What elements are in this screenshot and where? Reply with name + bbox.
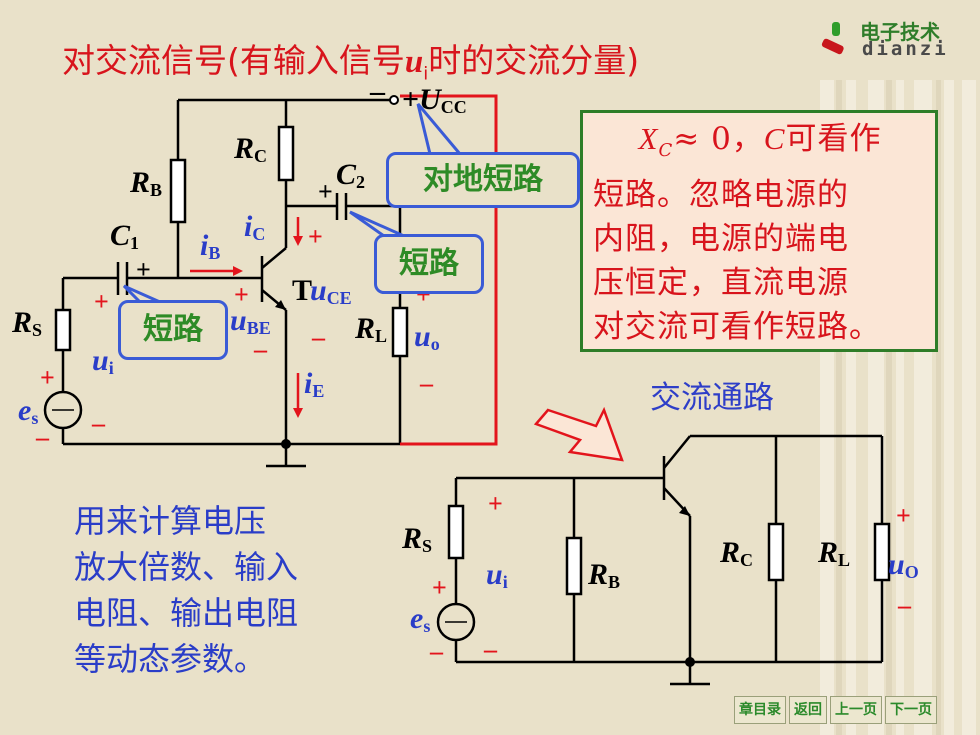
back-button[interactable]: 返回 — [789, 696, 827, 724]
svg-text:+: + — [94, 287, 109, 316]
logo: 电子技术 dianzi — [818, 14, 968, 62]
svg-text:RL: RL — [817, 536, 850, 570]
svg-text:+: + — [308, 222, 323, 251]
svg-text:+: + — [234, 280, 249, 309]
nav-bar: 章目录 返回 上一页 下一页 — [734, 696, 937, 724]
svg-text:es: es — [410, 602, 430, 636]
pointer-arrow-icon — [533, 406, 624, 462]
svg-text:RB: RB — [587, 558, 620, 592]
svg-text:RB: RB — [129, 166, 162, 200]
svg-text:iE: iE — [304, 367, 324, 401]
svg-text:+UCC: +UCC — [402, 83, 467, 117]
svg-text:RC: RC — [233, 132, 267, 166]
svg-text:–: – — [419, 369, 434, 398]
svg-text:–: – — [35, 423, 50, 452]
svg-text:RS: RS — [401, 522, 432, 556]
svg-text:C2: C2 — [336, 158, 365, 192]
svg-text:–: – — [311, 323, 326, 352]
svg-text:uo: uo — [414, 320, 440, 354]
svg-text:–: – — [369, 75, 386, 108]
svg-text:–: – — [429, 637, 444, 666]
svg-text:–: – — [897, 591, 912, 620]
svg-text:es: es — [18, 394, 38, 428]
page-title: 对交流信号(有输入信号ui时的交流分量) — [62, 41, 640, 85]
chapter-menu-button[interactable]: 章目录 — [734, 696, 786, 724]
svg-text:+: + — [318, 177, 333, 206]
svg-text:+: + — [136, 255, 151, 284]
svg-text:–: – — [253, 335, 268, 364]
svg-text:uBE: uBE — [230, 304, 271, 338]
svg-text:RC: RC — [719, 536, 753, 570]
svg-text:+: + — [488, 489, 503, 518]
callout-c1-short: 短路 — [118, 300, 228, 360]
svg-text:iC: iC — [244, 210, 265, 244]
usage-text: 用来计算电压 放大倍数、输入 电阻、输出电阻 等动态参数。 — [74, 502, 299, 678]
svg-text:–: – — [483, 635, 498, 664]
svg-text:+: + — [896, 501, 911, 530]
svg-text:ui: ui — [92, 344, 114, 378]
logo-icon — [821, 22, 844, 55]
svg-text:+: + — [432, 573, 447, 602]
svg-text:+: + — [40, 363, 55, 392]
prev-page-button[interactable]: 上一页 — [830, 696, 882, 724]
svg-text:uO: uO — [888, 548, 919, 582]
explanation-note: XC≈ 0，C可看作 短路。忽略电源的 内阻，电源的端电 压恒定，直流电源 对交… — [580, 110, 938, 352]
next-page-button[interactable]: 下一页 — [885, 696, 937, 724]
callout-c2-short: 短路 — [374, 234, 484, 294]
svg-text:RL: RL — [354, 312, 387, 346]
svg-text:–: – — [91, 409, 106, 438]
svg-text:ui: ui — [486, 558, 508, 592]
callout-ground-short: 对地短路 — [386, 152, 580, 208]
svg-text:RS: RS — [11, 306, 42, 340]
ac-path-label: 交流通路 — [650, 380, 774, 416]
svg-text:iB: iB — [200, 229, 220, 263]
svg-text:uCE: uCE — [310, 274, 352, 308]
svg-text:T: T — [292, 274, 312, 307]
svg-text:C1: C1 — [110, 219, 139, 253]
